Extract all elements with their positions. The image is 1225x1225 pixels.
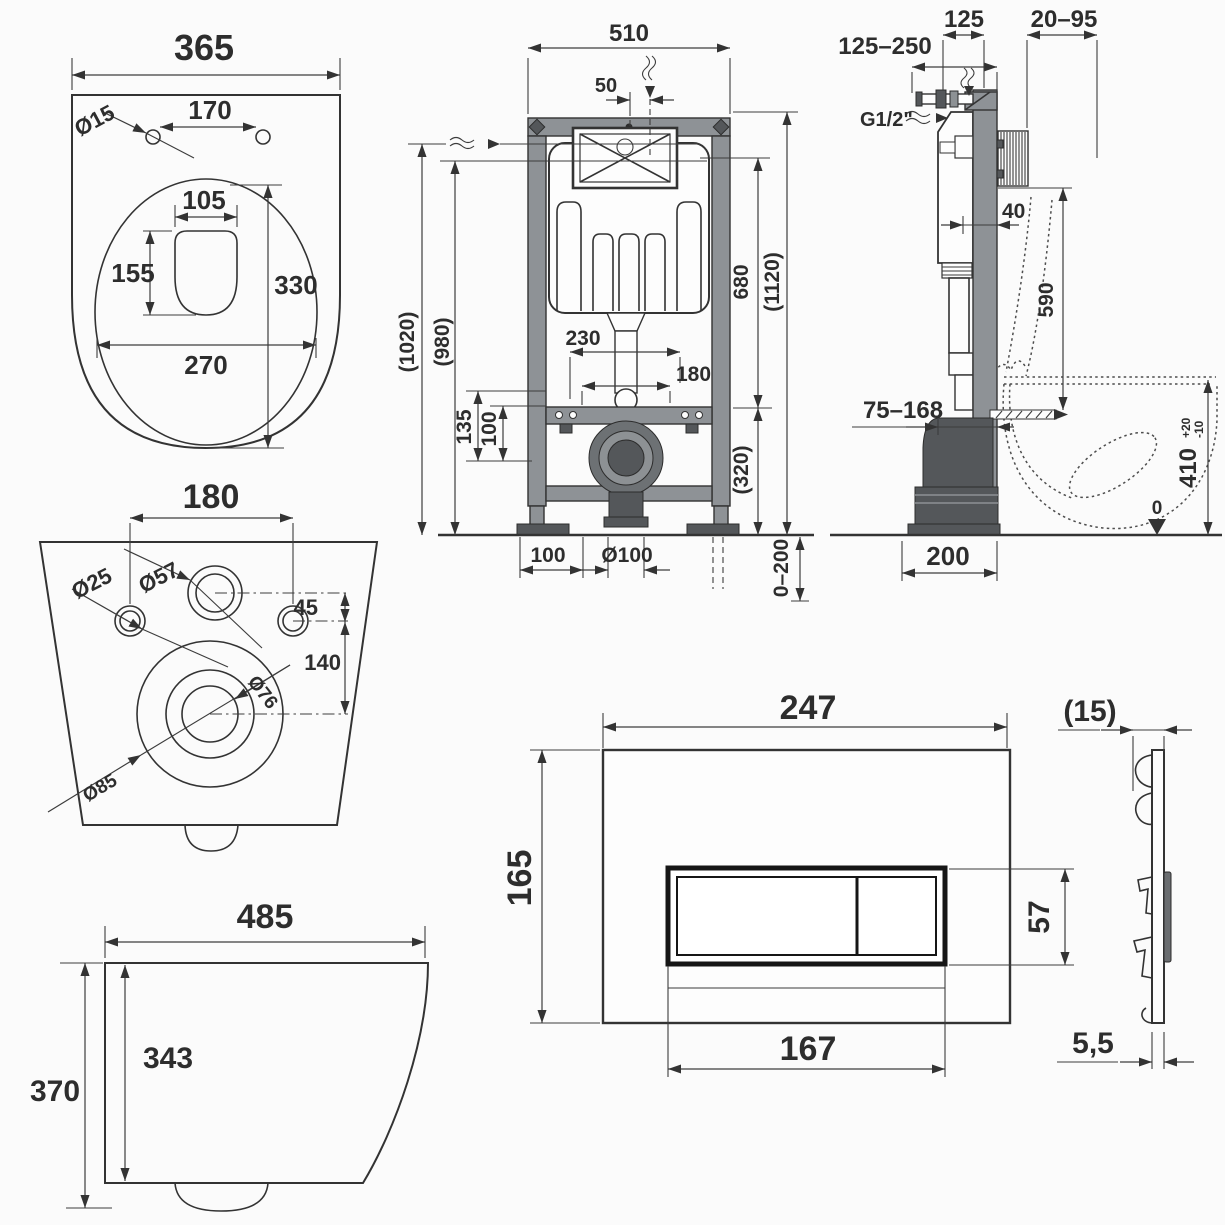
drain-elbow-side — [922, 417, 994, 488]
flush-pipe — [614, 330, 638, 394]
datum-arrow — [1148, 519, 1166, 535]
dim-water-height: (980) — [431, 317, 454, 366]
frame-front-view: 510 50 (1020) (980) 680 (320) (1120) — [396, 20, 814, 602]
rod-hatching — [995, 410, 1053, 419]
dim-frame-width: 510 — [609, 20, 649, 47]
dim-arm-range: 125–250 — [838, 33, 931, 60]
fixing-hole-left — [119, 610, 141, 632]
dim-rod-spacing: 230 — [565, 327, 600, 350]
dim-cistern-top-height: 680 — [730, 264, 753, 299]
dim-inlet-dia: Ø57 — [134, 557, 182, 598]
dim-hole-dia: Ø15 — [70, 100, 118, 142]
seat-hole-right — [255, 129, 271, 145]
dim-depth: 125 — [944, 6, 984, 33]
dim-base-depth: 200 — [926, 541, 969, 571]
flush-plate-side-view: (15) 5,5 — [1057, 695, 1194, 1069]
dim-plate-width: 247 — [780, 689, 837, 727]
dim-total-height: 370 — [30, 1075, 80, 1108]
dim-bowl-depth: 330 — [274, 270, 317, 300]
drain-bump — [184, 824, 239, 852]
plate-clips — [1133, 754, 1153, 1024]
foot-plate-left — [516, 523, 570, 536]
toilet-bottom-outline — [38, 541, 379, 826]
dim-wall-range: 20–95 — [1031, 6, 1098, 33]
button-inner — [676, 876, 937, 956]
toilet-side-view: 485 343 370 — [30, 898, 430, 1212]
dim-inner-width: 105 — [182, 185, 225, 215]
button-profile — [1163, 871, 1172, 963]
cistern-side — [937, 111, 974, 264]
drain-profile — [174, 1182, 269, 1212]
dim-button-height: 57 — [1023, 900, 1056, 933]
dim-total-height: (1120) — [761, 252, 784, 312]
seat-hole-left — [145, 129, 161, 145]
foot-plate-right — [686, 523, 740, 536]
dim-outlet-outer-dia: Ø85 — [79, 770, 121, 807]
dim-inner-depth: 155 — [111, 258, 154, 288]
dim-lower-height: (320) — [730, 445, 753, 494]
dim-width: 365 — [174, 27, 234, 68]
dim-drain-dia: Ø100 — [601, 544, 652, 567]
dim-tol-minus: -10 — [1192, 420, 1206, 438]
dim-inlet-offset: 50 — [595, 75, 617, 97]
foot-plate-side — [907, 523, 1001, 536]
bowl-rim — [94, 178, 318, 446]
dim-profile-depth: 40 — [1002, 200, 1025, 223]
flush-plate-front-view: 247 165 57 167 — [501, 689, 1074, 1077]
dim-tol-plus: +20 — [1179, 417, 1193, 438]
dim-bowl-height: 410 — [1175, 448, 1202, 488]
inlet-hole — [195, 573, 235, 613]
dim-datum: 0 — [1152, 498, 1163, 519]
flush-opening — [174, 230, 238, 316]
plate-profile — [1151, 749, 1165, 1024]
toilet-side-outline — [104, 962, 430, 1184]
dim-hole-spacing: 170 — [188, 95, 231, 125]
frame-post-right — [711, 135, 731, 507]
dim-bowl-width: 270 — [184, 350, 227, 380]
dim-plate-depth: (15) — [1063, 695, 1116, 728]
dim-135: 135 — [453, 409, 476, 444]
dim-inlet-offset: 45 — [294, 595, 318, 620]
drain-pipe — [603, 516, 649, 528]
dim-body-height: 343 — [143, 1042, 193, 1075]
dim-fixing-hole-dia: Ø25 — [67, 563, 115, 604]
toilet-bottom-view: 180 Ø25 Ø57 Ø85 Ø76 45 140 — [38, 478, 379, 852]
dim-depth: 485 — [237, 898, 294, 936]
dim-outlet-offset: 140 — [304, 650, 341, 675]
dim-pipe-height: (1020) — [396, 312, 419, 373]
dim-flush-height: 590 — [1035, 282, 1058, 317]
flush-pipe-side — [948, 277, 970, 354]
toilet-top-view: 365 170 Ø15 105 155 330 270 — [70, 27, 341, 450]
dim-plate-thickness: 5,5 — [1072, 1027, 1114, 1060]
frame-side-view: G1/2" 125–250 125 20–95 40 — [830, 6, 1222, 581]
dim-100: 100 — [478, 411, 501, 446]
dim-fixing-spacing: 180 — [183, 478, 240, 516]
dim-button-width: 167 — [780, 1030, 837, 1068]
dim-outlet-range: 75–168 — [863, 397, 943, 424]
rod-arrow — [1054, 409, 1068, 420]
dim-plate-height: 165 — [501, 850, 539, 907]
dim-foot-offset: 100 — [530, 544, 565, 567]
dim-bolt-spacing: 180 — [676, 363, 711, 386]
dim-bowl-height-group: 410 +20 -10 — [1175, 417, 1206, 488]
dim-foot-adjust: 0–200 — [770, 539, 793, 597]
dim-supply-thread: G1/2" — [860, 109, 913, 131]
frame-post-left — [527, 135, 547, 507]
